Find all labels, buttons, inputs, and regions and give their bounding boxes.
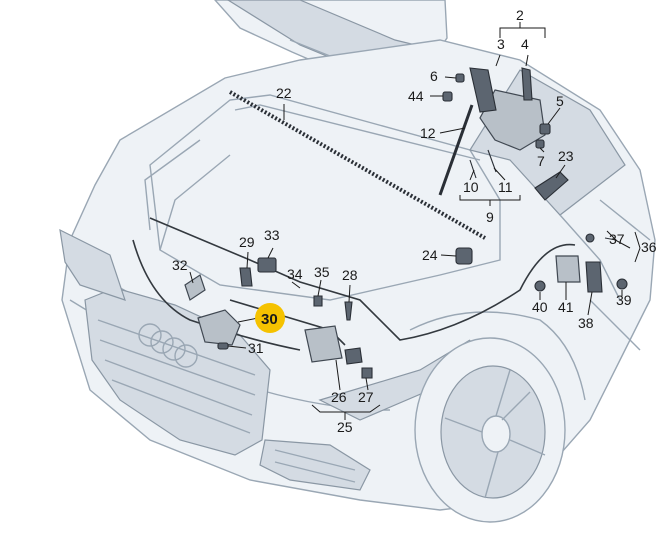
part-labels: 2 3 4 6 44 5 12 7 23 10 11 9 22 24 37 36… — [172, 7, 657, 435]
callout-28: 28 — [342, 267, 358, 283]
callout-41: 41 — [558, 299, 574, 315]
callout-30: 30 — [261, 311, 278, 328]
callout-40: 40 — [532, 299, 548, 315]
callout-32: 32 — [172, 257, 188, 273]
callout-31: 31 — [248, 340, 264, 356]
callout-34: 34 — [287, 266, 303, 282]
seal-strip-part — [229, 90, 486, 240]
latch-41-part — [555, 255, 581, 283]
callout-12: 12 — [420, 125, 436, 141]
gas-strut-part — [438, 104, 474, 196]
callout-23: 23 — [558, 148, 574, 164]
hood-hinge-part — [479, 89, 546, 151]
callout-3: 3 — [497, 36, 505, 52]
release-cable-31 — [132, 239, 301, 351]
bolt-44-part — [442, 91, 453, 102]
callout-5: 5 — [556, 93, 564, 109]
callout-7: 7 — [537, 153, 545, 169]
nut-7-part — [535, 139, 545, 149]
callout-37: 37 — [609, 231, 625, 247]
callout-25: 25 — [337, 419, 353, 435]
vehicle-outline — [59, 0, 656, 523]
lock-30-part — [197, 309, 241, 346]
handle-32-part — [184, 274, 206, 301]
callout-33: 33 — [264, 227, 280, 243]
callout-27: 27 — [358, 389, 374, 405]
callout-11: 11 — [498, 179, 513, 195]
callout-35: 35 — [314, 264, 330, 280]
bracket-38-part — [585, 261, 603, 293]
callout-39: 39 — [616, 292, 632, 308]
callout-38: 38 — [578, 315, 594, 331]
callout-44: 44 — [408, 88, 424, 104]
highlight-marker-30 — [255, 303, 285, 333]
callout-26: 26 — [331, 389, 347, 405]
callout-24: 24 — [422, 247, 438, 263]
callout-4: 4 — [521, 36, 529, 52]
callout-29: 29 — [239, 234, 255, 250]
release-cable-34 — [149, 217, 576, 341]
callout-6: 6 — [430, 68, 438, 84]
clip-33-part — [257, 257, 277, 273]
callout-9: 9 — [486, 209, 494, 225]
clip-5-part — [539, 123, 551, 135]
leader-lines — [189, 22, 641, 420]
lock-25-part — [304, 325, 343, 363]
callout-10: 10 — [463, 179, 479, 195]
buffer-24-part — [455, 247, 473, 265]
callout-36: 36 — [641, 239, 657, 255]
bolt-6-part — [455, 73, 465, 83]
callout-2: 2 — [516, 7, 524, 23]
bracket-23-part — [534, 171, 569, 201]
callout-22: 22 — [276, 85, 292, 101]
parts-group — [132, 67, 628, 379]
